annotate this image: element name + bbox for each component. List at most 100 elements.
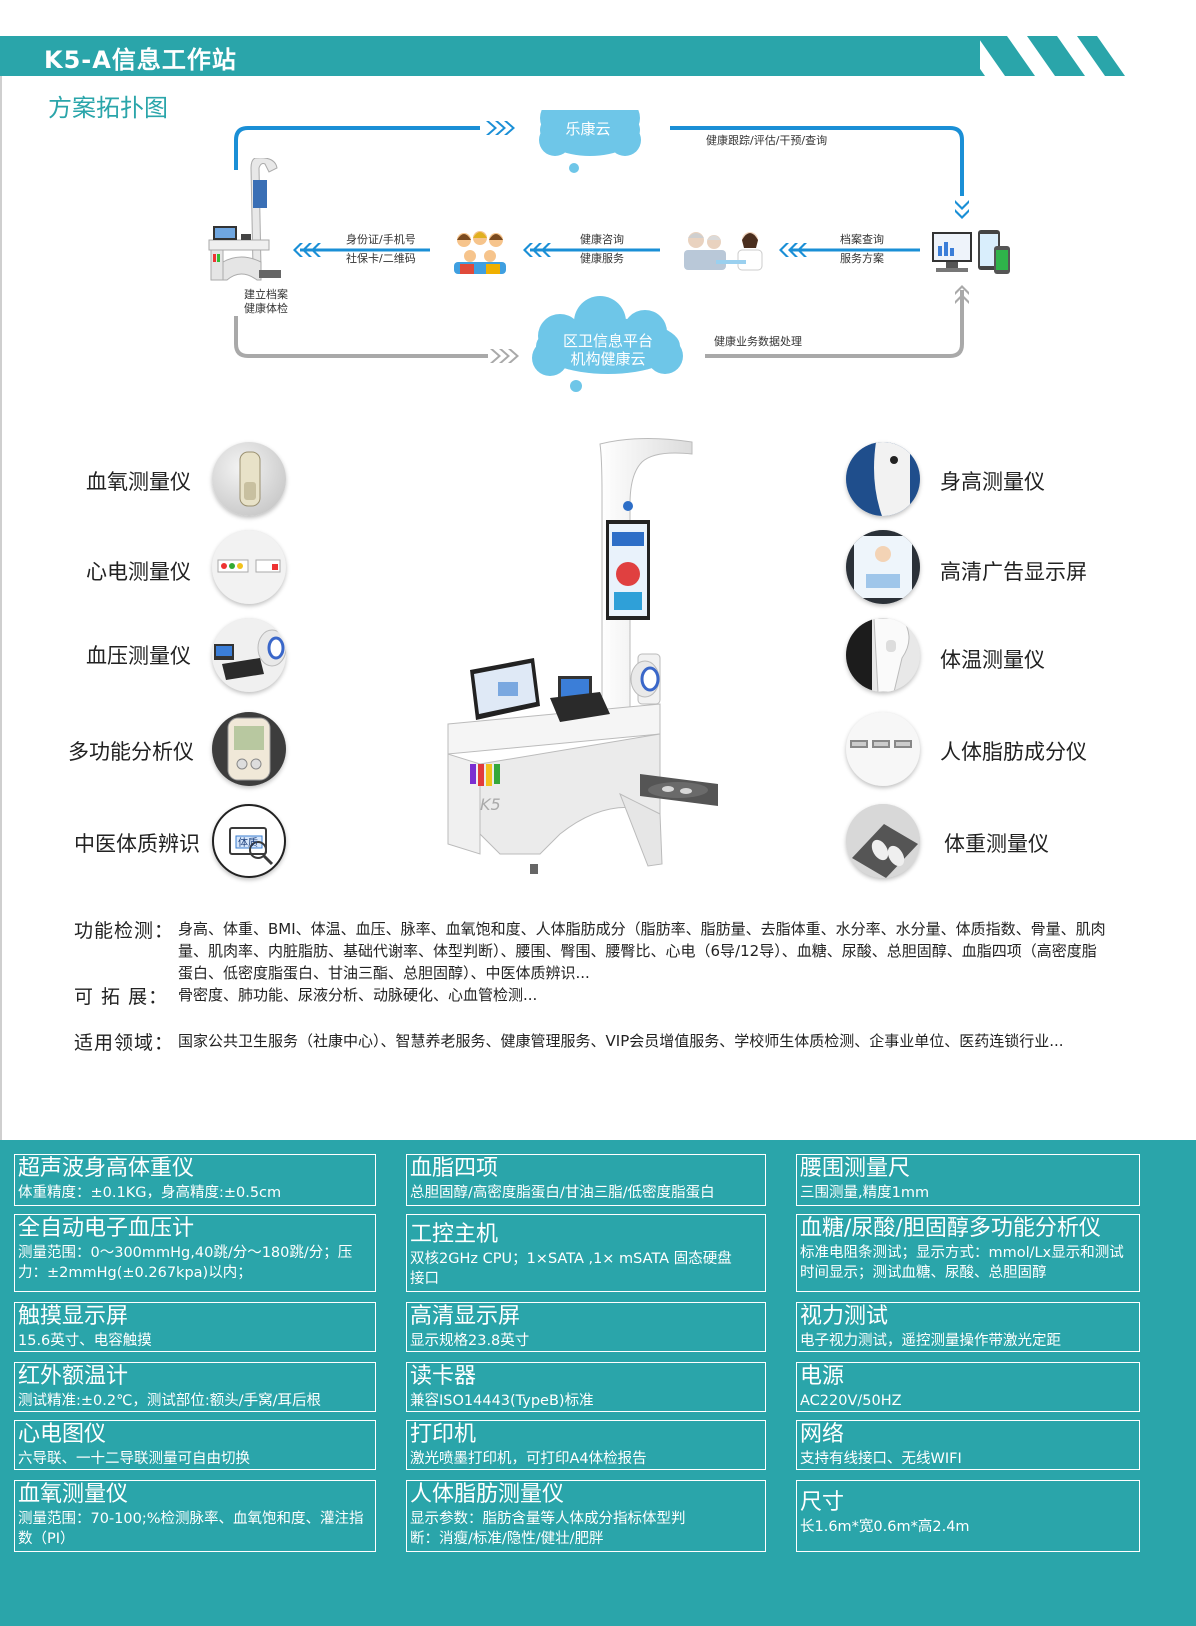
spec-body: 电子视力测试，遥控测量操作带激光定距	[800, 1333, 1061, 1349]
archive-label-1: 档案查询	[840, 233, 884, 246]
spec-body: 显示参数：脂肪含量等人体成分指标体型判断：消瘦/标准/隐性/健壮/肥胖	[410, 1511, 686, 1547]
spec-title: 打印机	[410, 1422, 477, 1447]
cloud-bottom-label-1: 区卫信息平台	[562, 332, 653, 350]
spec-box: 全自动电子血压计 测量范围：0～300mmHg,40跳/分～180跳/分；压力：…	[14, 1214, 376, 1292]
spec-title: 触摸显示屏	[18, 1304, 129, 1329]
spec-box: 血脂四项 总胆固醇/高密度脂蛋白/甘油三脂/低密度脂蛋白	[406, 1154, 766, 1206]
field-key: 适用领域：	[74, 1032, 175, 1054]
feature-label-ecg: 心电测量仪	[86, 560, 191, 584]
spec-title: 高清显示屏	[410, 1304, 521, 1329]
spec-body: 测量范围：0～300mmHg,40跳/分～180跳/分；压力：±2mmHg(±0…	[18, 1245, 353, 1281]
monitor-tablet-icon	[932, 230, 1010, 274]
cloud-top-label: 乐康云	[565, 120, 611, 138]
spec-title: 工控主机	[410, 1222, 499, 1247]
spec-body: 显示规格23.8英寸	[410, 1333, 530, 1349]
spec-box: 尺寸 长1.6m*宽0.6m*高2.4m	[796, 1480, 1140, 1552]
spec-title: 网络	[800, 1422, 845, 1447]
header-stripe	[1076, 36, 1125, 76]
page-border-line	[0, 36, 2, 1140]
feature-label-analyzer: 多功能分析仪	[68, 740, 194, 764]
spec-box: 电源 AC220V/50HZ	[796, 1362, 1140, 1412]
kiosk-label-2: 健康体检	[244, 302, 288, 315]
spec-title: 视力测试	[800, 1304, 889, 1329]
feature-label-thermometer: 体温测量仪	[940, 648, 1045, 672]
spec-body: 六导联、一十二导联测量可自由切换	[18, 1451, 250, 1467]
spec-box: 视力测试 电子视力测试，遥控测量操作带激光定距	[796, 1302, 1140, 1352]
spec-box: 触摸显示屏 15.6英寸、电容触摸	[14, 1302, 376, 1352]
family-icon	[454, 231, 506, 274]
spec-body: 兼容ISO14443(TypeB)标准	[410, 1393, 594, 1409]
consult-label-1: 健康咨询	[580, 233, 624, 246]
blood-pressure-icon	[212, 618, 286, 692]
spec-title: 全自动电子血压计	[18, 1216, 195, 1241]
spec-body: 三围测量,精度1mm	[800, 1185, 930, 1201]
spec-title: 腰围测量尺	[800, 1156, 911, 1181]
feature-label-display: 高清广告显示屏	[940, 560, 1087, 584]
spec-title: 电源	[800, 1364, 845, 1389]
spec-body: 测试精准:±0.2℃，测试部位:额头/手窝/耳后根	[18, 1393, 322, 1409]
spec-body: 总胆固醇/高密度脂蛋白/甘油三脂/低密度脂蛋白	[410, 1185, 715, 1201]
display-icon	[846, 530, 920, 604]
func-text: 身高、体重、BMI、体温、血压、脉率、血氧饱和度、人体脂肪成分（脂肪率、脂肪量、…	[178, 920, 1106, 982]
header-stripe	[976, 36, 1035, 76]
spec-title: 红外额温计	[18, 1364, 129, 1389]
kiosk-mini-icon	[208, 158, 281, 281]
body-fat-icon	[846, 712, 920, 786]
spec-body: 标准电阻条测试；显示方式：mmol/Lx显示和测试时间显示；测试血糖、尿酸、总胆…	[800, 1245, 1124, 1281]
tcm-icon-text: 体质	[238, 837, 258, 849]
header-stripe	[1026, 36, 1085, 76]
spec-box: 血氧测量仪 测量范围：70-100;%检测脉率、血氧饱和度、灌注指数（PI）	[14, 1480, 376, 1552]
k5-kiosk-illustration: K5	[447, 437, 718, 874]
ecg-icon	[212, 530, 286, 604]
doctor-consult-icon	[684, 232, 763, 271]
spo2-sensor-icon	[212, 442, 286, 516]
spec-box: 心电图仪 六导联、一十二导联测量可自由切换	[14, 1420, 376, 1470]
spec-title: 超声波身高体重仪	[18, 1156, 195, 1181]
spec-title: 尺寸	[800, 1490, 845, 1515]
ext-key: 可 拓 展：	[74, 986, 169, 1008]
spec-box: 血糖/尿酸/胆固醇多功能分析仪 标准电阻条测试；显示方式：mmol/Lx显示和测…	[796, 1214, 1140, 1292]
spec-box: 红外额温计 测试精准:±0.2℃，测试部位:额头/手窝/耳后根	[14, 1362, 376, 1412]
height-sensor-icon	[846, 442, 920, 516]
field-text: 国家公共卫生服务（社康中心）、智慧养老服务、健康管理服务、VIP会员增值服务、学…	[178, 1032, 1064, 1050]
header-bar: K5-A信息工作站	[0, 36, 1196, 76]
spec-box: 读卡器 兼容ISO14443(TypeB)标准	[406, 1362, 766, 1412]
page-title: K5-A信息工作站	[44, 46, 237, 74]
spec-box: 超声波身高体重仪 体重精度：±0.1KG，身高精度:±0.5cm	[14, 1154, 376, 1206]
track-label: 健康跟踪/评估/干预/查询	[706, 134, 828, 147]
feature-label-bp: 血压测量仪	[86, 644, 191, 668]
spec-box: 打印机 激光喷墨打印机，可打印A4体检报告	[406, 1420, 766, 1470]
spec-body: AC220V/50HZ	[800, 1393, 902, 1409]
thermometer-icon	[846, 618, 920, 692]
ext-text: 骨密度、肺功能、尿液分析、动脉硬化、心血管检测...	[178, 986, 538, 1004]
id-label-1: 身份证/手机号	[346, 233, 416, 246]
id-label-2: 社保卡/二维码	[346, 252, 416, 265]
consult-label-2: 健康服务	[580, 252, 624, 265]
header-background	[0, 36, 980, 76]
spec-title: 人体脂肪测量仪	[410, 1482, 565, 1507]
feature-label-height: 身高测量仪	[940, 470, 1045, 494]
feature-label-scale: 体重测量仪	[944, 832, 1049, 856]
spec-title: 血糖/尿酸/胆固醇多功能分析仪	[800, 1216, 1101, 1241]
spec-title: 血脂四项	[410, 1156, 499, 1181]
archive-label-2: 服务方案	[840, 252, 884, 265]
spec-grid: 超声波身高体重仪 体重精度：±0.1KG，身高精度:±0.5cm 血脂四项 总胆…	[0, 1140, 1196, 1626]
spec-box: 腰围测量尺 三围测量,精度1mm	[796, 1154, 1140, 1206]
feature-label-spo2: 血氧测量仪	[86, 470, 191, 494]
spec-body: 体重精度：±0.1KG，身高精度:±0.5cm	[18, 1185, 282, 1201]
section-title: 方案拓扑图	[48, 94, 168, 122]
data-processing-label: 健康业务数据处理	[714, 335, 802, 348]
cloud-bottom-label-2: 机构健康云	[570, 350, 646, 368]
spec-box: 网络 支持有线接口、无线WIFI	[796, 1420, 1140, 1470]
spec-title: 心电图仪	[18, 1422, 107, 1447]
feature-label-tcm: 中医体质辨识	[74, 832, 200, 856]
tcm-icon: 体质	[212, 804, 286, 878]
spec-body: 测量范围：70-100;%检测脉率、血氧饱和度、灌注指数（PI）	[18, 1511, 364, 1547]
spec-box: 高清显示屏 显示规格23.8英寸	[406, 1302, 766, 1352]
svg-text:K5: K5	[480, 795, 501, 814]
spec-body: 支持有线接口、无线WIFI	[800, 1451, 962, 1467]
spec-title: 血氧测量仪	[18, 1482, 129, 1507]
topology-diagram	[234, 110, 969, 392]
kiosk-label-1: 建立档案	[244, 288, 288, 301]
scale-icon	[846, 804, 920, 878]
